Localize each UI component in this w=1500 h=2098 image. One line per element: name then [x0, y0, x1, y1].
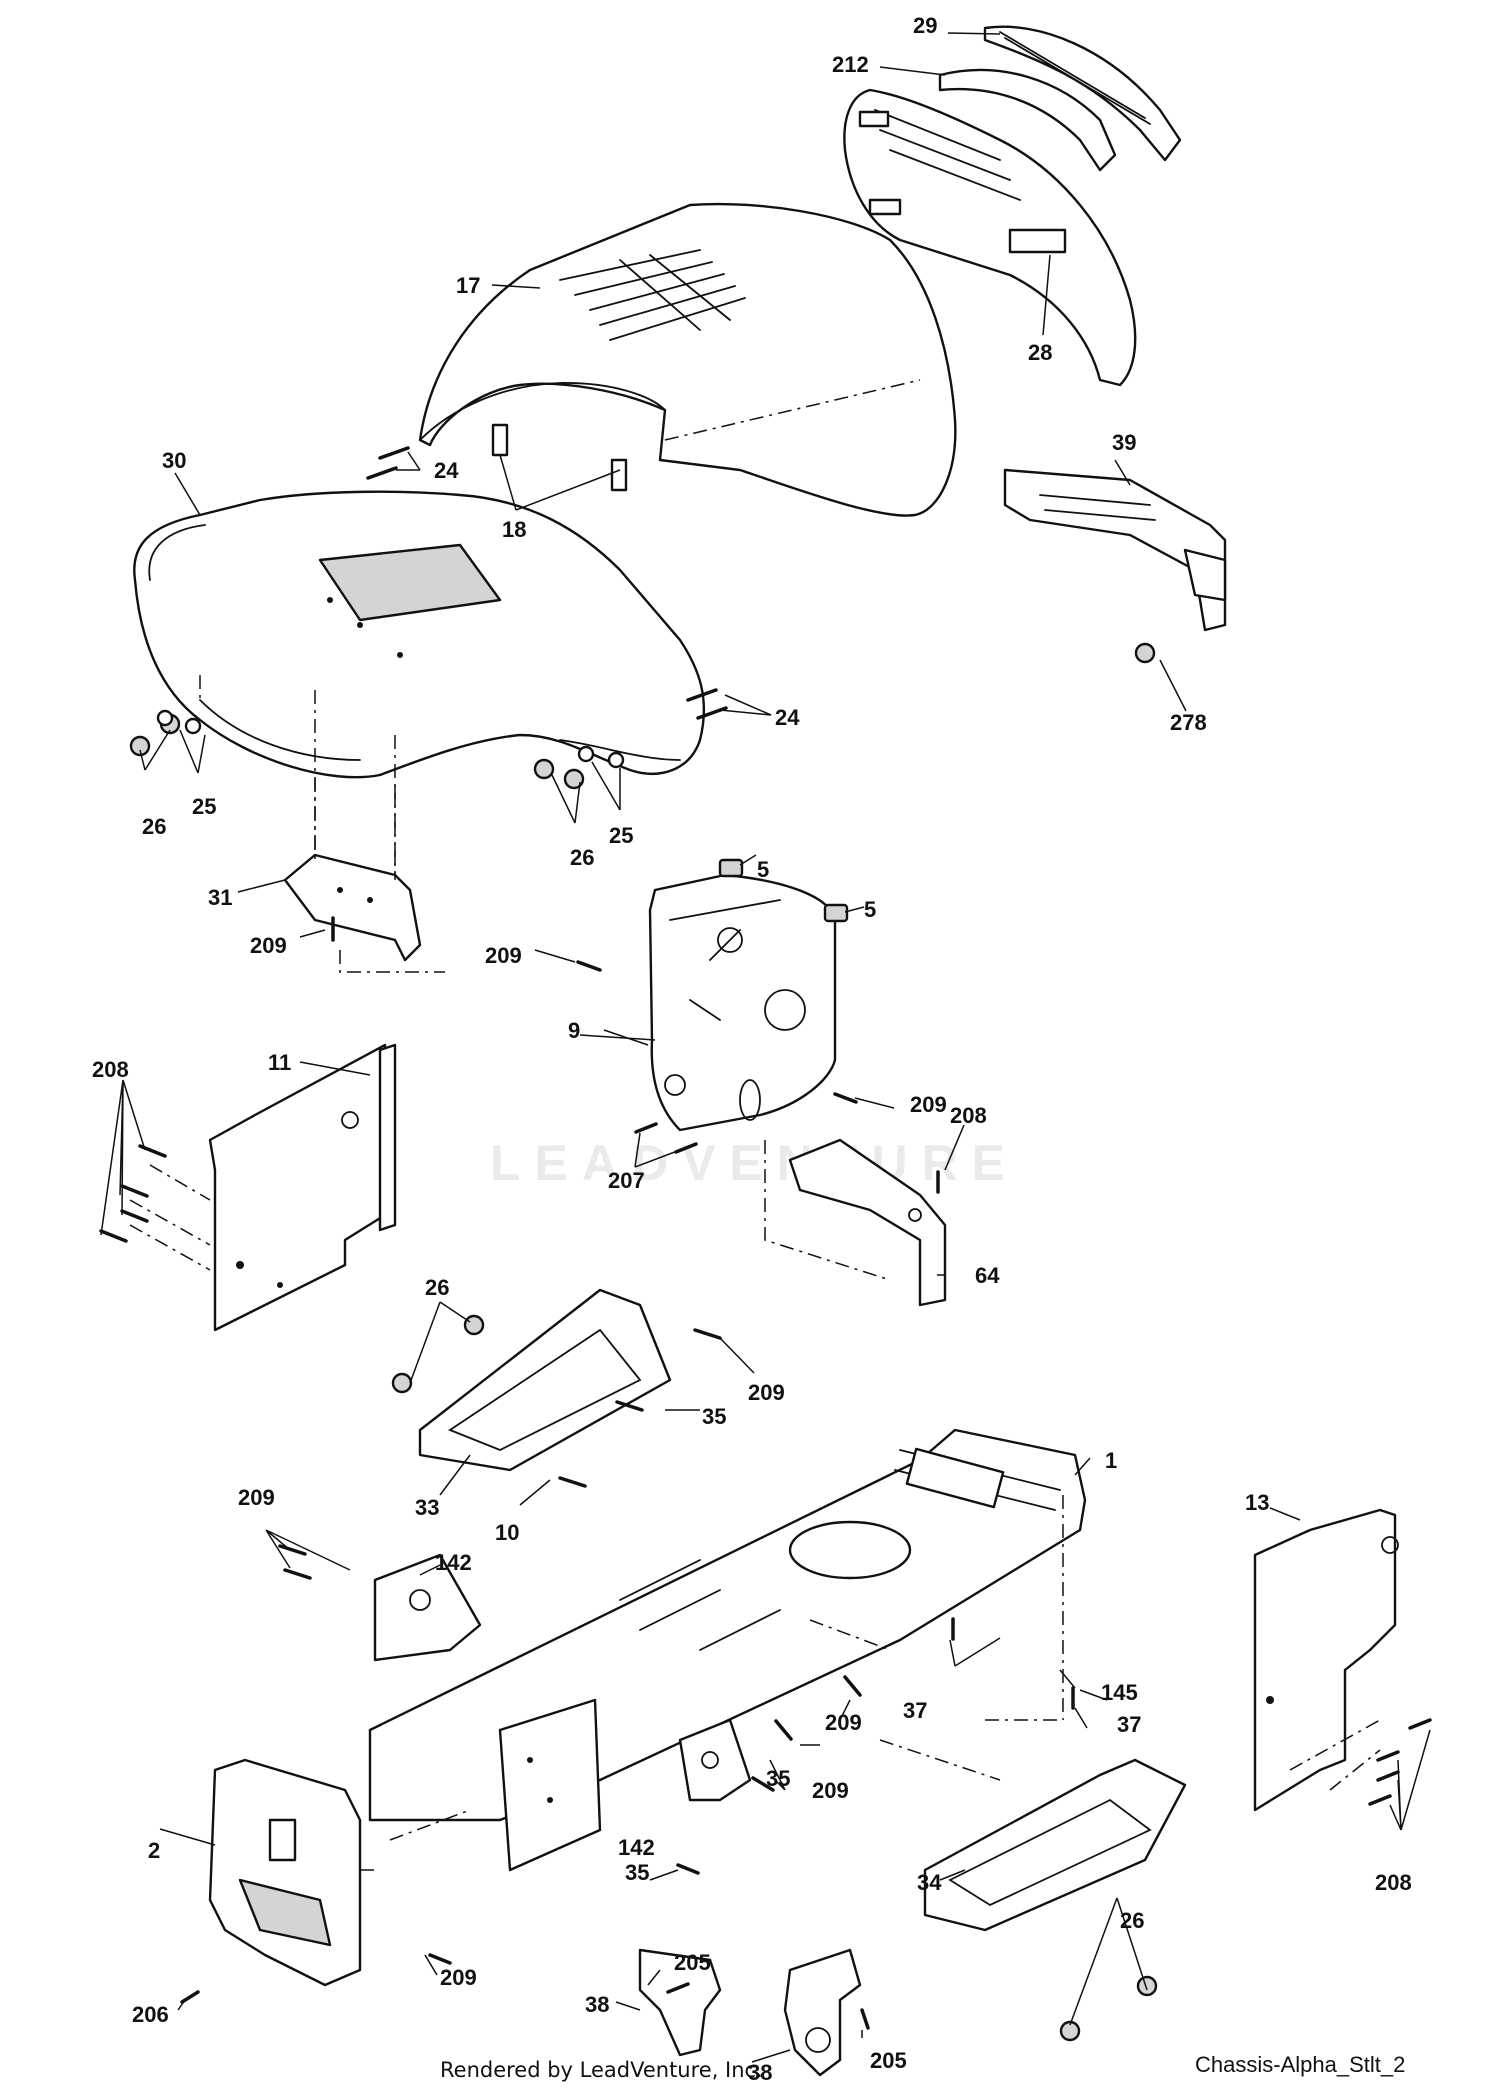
watermark-text: LEADVENTURE — [490, 1135, 1019, 1191]
callout-10: 10 — [495, 1520, 519, 1545]
callout-13: 13 — [1245, 1490, 1269, 1515]
callout-35c: 35 — [625, 1860, 649, 1885]
callout-207: 207 — [608, 1168, 645, 1193]
part-212-trim — [938, 68, 1117, 172]
part-142-bracket-right — [678, 1718, 752, 1802]
callout-31: 31 — [208, 885, 232, 910]
part-30-fender — [133, 490, 706, 779]
callout-209e: 209 — [238, 1485, 275, 1510]
callout-28: 28 — [1028, 340, 1052, 365]
callout-25b: 25 — [609, 823, 633, 848]
part-5-knob — [718, 858, 849, 923]
callout-26b: 26 — [570, 845, 594, 870]
footer-credit: Rendered by LeadVenture, Inc. — [440, 2058, 763, 2082]
callout-64: 64 — [975, 1263, 1000, 1288]
part-28-front-grille — [843, 88, 1137, 387]
frame-side-plate — [498, 1698, 602, 1872]
callout-39: 39 — [1112, 430, 1136, 455]
callout-209g: 209 — [812, 1778, 849, 1803]
leader-lines — [100, 32, 1431, 2063]
callout-142b: 142 — [618, 1835, 655, 1860]
callout-209f: 209 — [825, 1710, 862, 1735]
callout-labels: 1 2 5 5 9 10 11 13 17 18 24 24 25 25 26 … — [92, 13, 1412, 2085]
callout-206: 206 — [132, 2002, 169, 2027]
callout-1: 1 — [1105, 1448, 1117, 1473]
part-11-side-panel — [208, 1043, 397, 1332]
callout-24b: 24 — [775, 705, 800, 730]
callout-145: 145 — [1101, 1680, 1138, 1705]
callout-208c: 208 — [1375, 1870, 1412, 1895]
callout-29: 29 — [913, 13, 937, 38]
callout-9: 9 — [568, 1018, 580, 1043]
part-17-hood — [418, 202, 957, 517]
callout-208a: 208 — [92, 1057, 129, 1082]
callout-212: 212 — [832, 52, 869, 77]
callout-17: 17 — [456, 273, 480, 298]
callout-30: 30 — [162, 448, 186, 473]
callout-37a: 37 — [903, 1698, 927, 1723]
callout-208b: 208 — [950, 1103, 987, 1128]
fastener-icons — [99, 446, 1432, 2042]
callout-34: 34 — [917, 1870, 942, 1895]
drawing-code: Chassis-Alpha_Stlt_2 — [1195, 2052, 1406, 2077]
callout-26c: 26 — [425, 1275, 449, 1300]
callout-209a: 209 — [250, 933, 287, 958]
callout-26a: 26 — [142, 814, 166, 839]
part-29-lens — [983, 25, 1182, 162]
callout-25a: 25 — [192, 794, 216, 819]
part-2-front-bracket — [208, 1758, 362, 1987]
part-64-bracket — [764, 1138, 947, 1307]
part-18-bumpers — [491, 423, 628, 492]
callout-209d: 209 — [748, 1380, 785, 1405]
part-9-dash-panel — [648, 873, 837, 1132]
callout-37b: 37 — [1117, 1712, 1141, 1737]
routing-lines — [129, 675, 1381, 1871]
part-38-bracket-left — [638, 1948, 722, 2057]
part-13-side-panel — [1253, 1508, 1399, 1812]
callout-11: 11 — [268, 1050, 291, 1075]
part-38-bracket-right — [783, 1948, 862, 2077]
part-33-footrest-left — [418, 1288, 672, 1472]
callout-205b: 205 — [870, 2048, 907, 2073]
callout-209c: 209 — [910, 1092, 947, 1117]
callout-209h: 209 — [440, 1965, 477, 1990]
part-34-footrest-right — [923, 1758, 1187, 1932]
callout-205a: 205 — [674, 1950, 711, 1975]
callout-26d: 26 — [1120, 1908, 1144, 1933]
callout-24a: 24 — [434, 458, 459, 483]
part-39-bracket — [1003, 468, 1227, 632]
callout-38a: 38 — [585, 1992, 609, 2017]
callout-5a: 5 — [757, 857, 769, 882]
callout-18: 18 — [502, 517, 526, 542]
part-142-bracket-left — [373, 1553, 482, 1662]
callout-2: 2 — [148, 1838, 160, 1863]
callout-209b: 209 — [485, 943, 522, 968]
callout-142a: 142 — [435, 1550, 472, 1575]
callout-278: 278 — [1170, 710, 1207, 735]
callout-5b: 5 — [864, 897, 876, 922]
callout-33: 33 — [415, 1495, 439, 1520]
callout-38b: 38 — [748, 2060, 772, 2085]
callout-35b: 35 — [766, 1766, 790, 1791]
callout-35a: 35 — [702, 1404, 726, 1429]
